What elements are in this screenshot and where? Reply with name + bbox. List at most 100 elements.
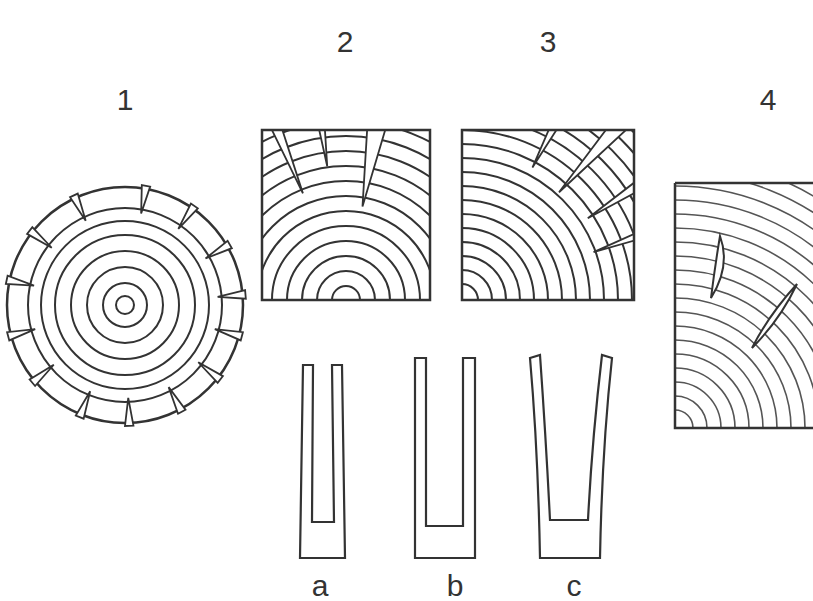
- warped-profile-outward: [530, 355, 612, 558]
- log-outline: [7, 187, 243, 423]
- drying-crack: [313, 130, 327, 166]
- square-beam-corner-pith: [462, 130, 634, 300]
- drying-crack: [266, 130, 303, 193]
- growth-ring: [462, 172, 590, 300]
- growth-ring: [462, 270, 492, 300]
- beam-outline: [462, 130, 634, 300]
- growth-ring: [462, 214, 548, 300]
- drying-crack: [559, 130, 629, 192]
- growth-ring: [103, 283, 147, 327]
- growth-ring: [262, 130, 430, 300]
- growth-ring: [675, 256, 813, 428]
- figure-number: 1: [117, 85, 134, 115]
- growth-ring: [675, 312, 791, 428]
- growth-ring: [262, 211, 430, 300]
- log-cross-section: [6, 185, 246, 426]
- growth-ring: [675, 396, 707, 428]
- growth-ring: [55, 235, 195, 375]
- growth-ring: [462, 130, 634, 300]
- growth-ring: [675, 186, 813, 428]
- growth-ring: [262, 130, 430, 300]
- growth-ring: [462, 130, 634, 300]
- drying-crack: [70, 194, 86, 221]
- growth-ring: [317, 271, 375, 300]
- drying-crack: [7, 329, 35, 340]
- growth-ring: [462, 130, 634, 300]
- growth-ring: [675, 368, 735, 428]
- profile-letter: c: [567, 571, 582, 601]
- drying-crack: [178, 204, 197, 229]
- straight-profile: [415, 358, 475, 558]
- drying-crack: [198, 362, 223, 383]
- growth-ring: [675, 200, 813, 428]
- internal-check: [711, 236, 724, 298]
- drying-crack: [30, 365, 54, 386]
- growth-ring: [675, 183, 813, 428]
- figure-number: 3: [540, 27, 557, 57]
- board-outline: [675, 183, 813, 428]
- growth-ring: [302, 256, 390, 300]
- growth-ring: [675, 242, 813, 428]
- growth-ring: [462, 130, 632, 300]
- growth-ring: [262, 130, 430, 300]
- growth-ring: [462, 256, 506, 300]
- profile-letter: a: [312, 571, 329, 601]
- growth-ring: [462, 186, 576, 300]
- figure-number: 2: [337, 27, 354, 57]
- internal-check: [752, 284, 797, 348]
- drying-crack: [218, 290, 246, 298]
- growth-ring: [71, 251, 179, 359]
- growth-ring: [116, 296, 134, 314]
- growth-ring: [675, 214, 813, 428]
- growth-ring: [675, 183, 813, 428]
- growth-ring: [262, 196, 430, 300]
- growth-ring: [262, 181, 430, 300]
- growth-ring: [287, 241, 405, 300]
- growth-ring: [675, 183, 813, 428]
- growth-ring: [262, 166, 430, 300]
- growth-ring: [87, 267, 163, 343]
- growth-ring: [462, 130, 634, 300]
- growth-ring: [462, 130, 634, 300]
- growth-ring: [262, 130, 430, 300]
- growth-ring: [675, 410, 693, 428]
- growth-ring: [262, 151, 430, 300]
- growth-ring: [41, 221, 209, 389]
- drying-crack: [362, 130, 392, 206]
- drying-crack: [594, 211, 634, 252]
- warped-profile-inward: [300, 365, 345, 558]
- growth-ring: [28, 208, 222, 402]
- beam-outline: [262, 130, 430, 300]
- growth-ring: [462, 284, 478, 300]
- growth-ring: [675, 340, 763, 428]
- drying-crack: [141, 185, 150, 213]
- drying-crack: [27, 227, 52, 248]
- growth-ring: [462, 144, 618, 300]
- drying-crack: [206, 241, 232, 259]
- drying-crack: [169, 387, 186, 414]
- growth-ring: [675, 354, 749, 428]
- growth-ring: [462, 242, 520, 300]
- growth-ring: [462, 200, 562, 300]
- growth-ring: [675, 270, 813, 428]
- growth-ring: [272, 226, 420, 300]
- drying-crack: [532, 130, 581, 168]
- growth-ring: [675, 183, 813, 428]
- figure-number: 4: [760, 85, 777, 115]
- growth-ring: [675, 228, 813, 428]
- growth-ring: [675, 284, 813, 428]
- growth-ring: [462, 130, 634, 300]
- drying-crack: [215, 329, 243, 340]
- board-internal-checks: [675, 183, 813, 428]
- profile-letter: b: [447, 571, 464, 601]
- growth-ring: [675, 382, 721, 428]
- growth-ring: [675, 298, 805, 428]
- square-beam-center-pith: [262, 130, 430, 300]
- growth-ring: [262, 130, 430, 300]
- drying-crack: [76, 391, 90, 418]
- growth-ring: [332, 286, 360, 300]
- growth-ring: [675, 326, 777, 428]
- drying-crack: [588, 163, 634, 218]
- drying-crack: [125, 398, 133, 426]
- drying-crack: [6, 276, 34, 286]
